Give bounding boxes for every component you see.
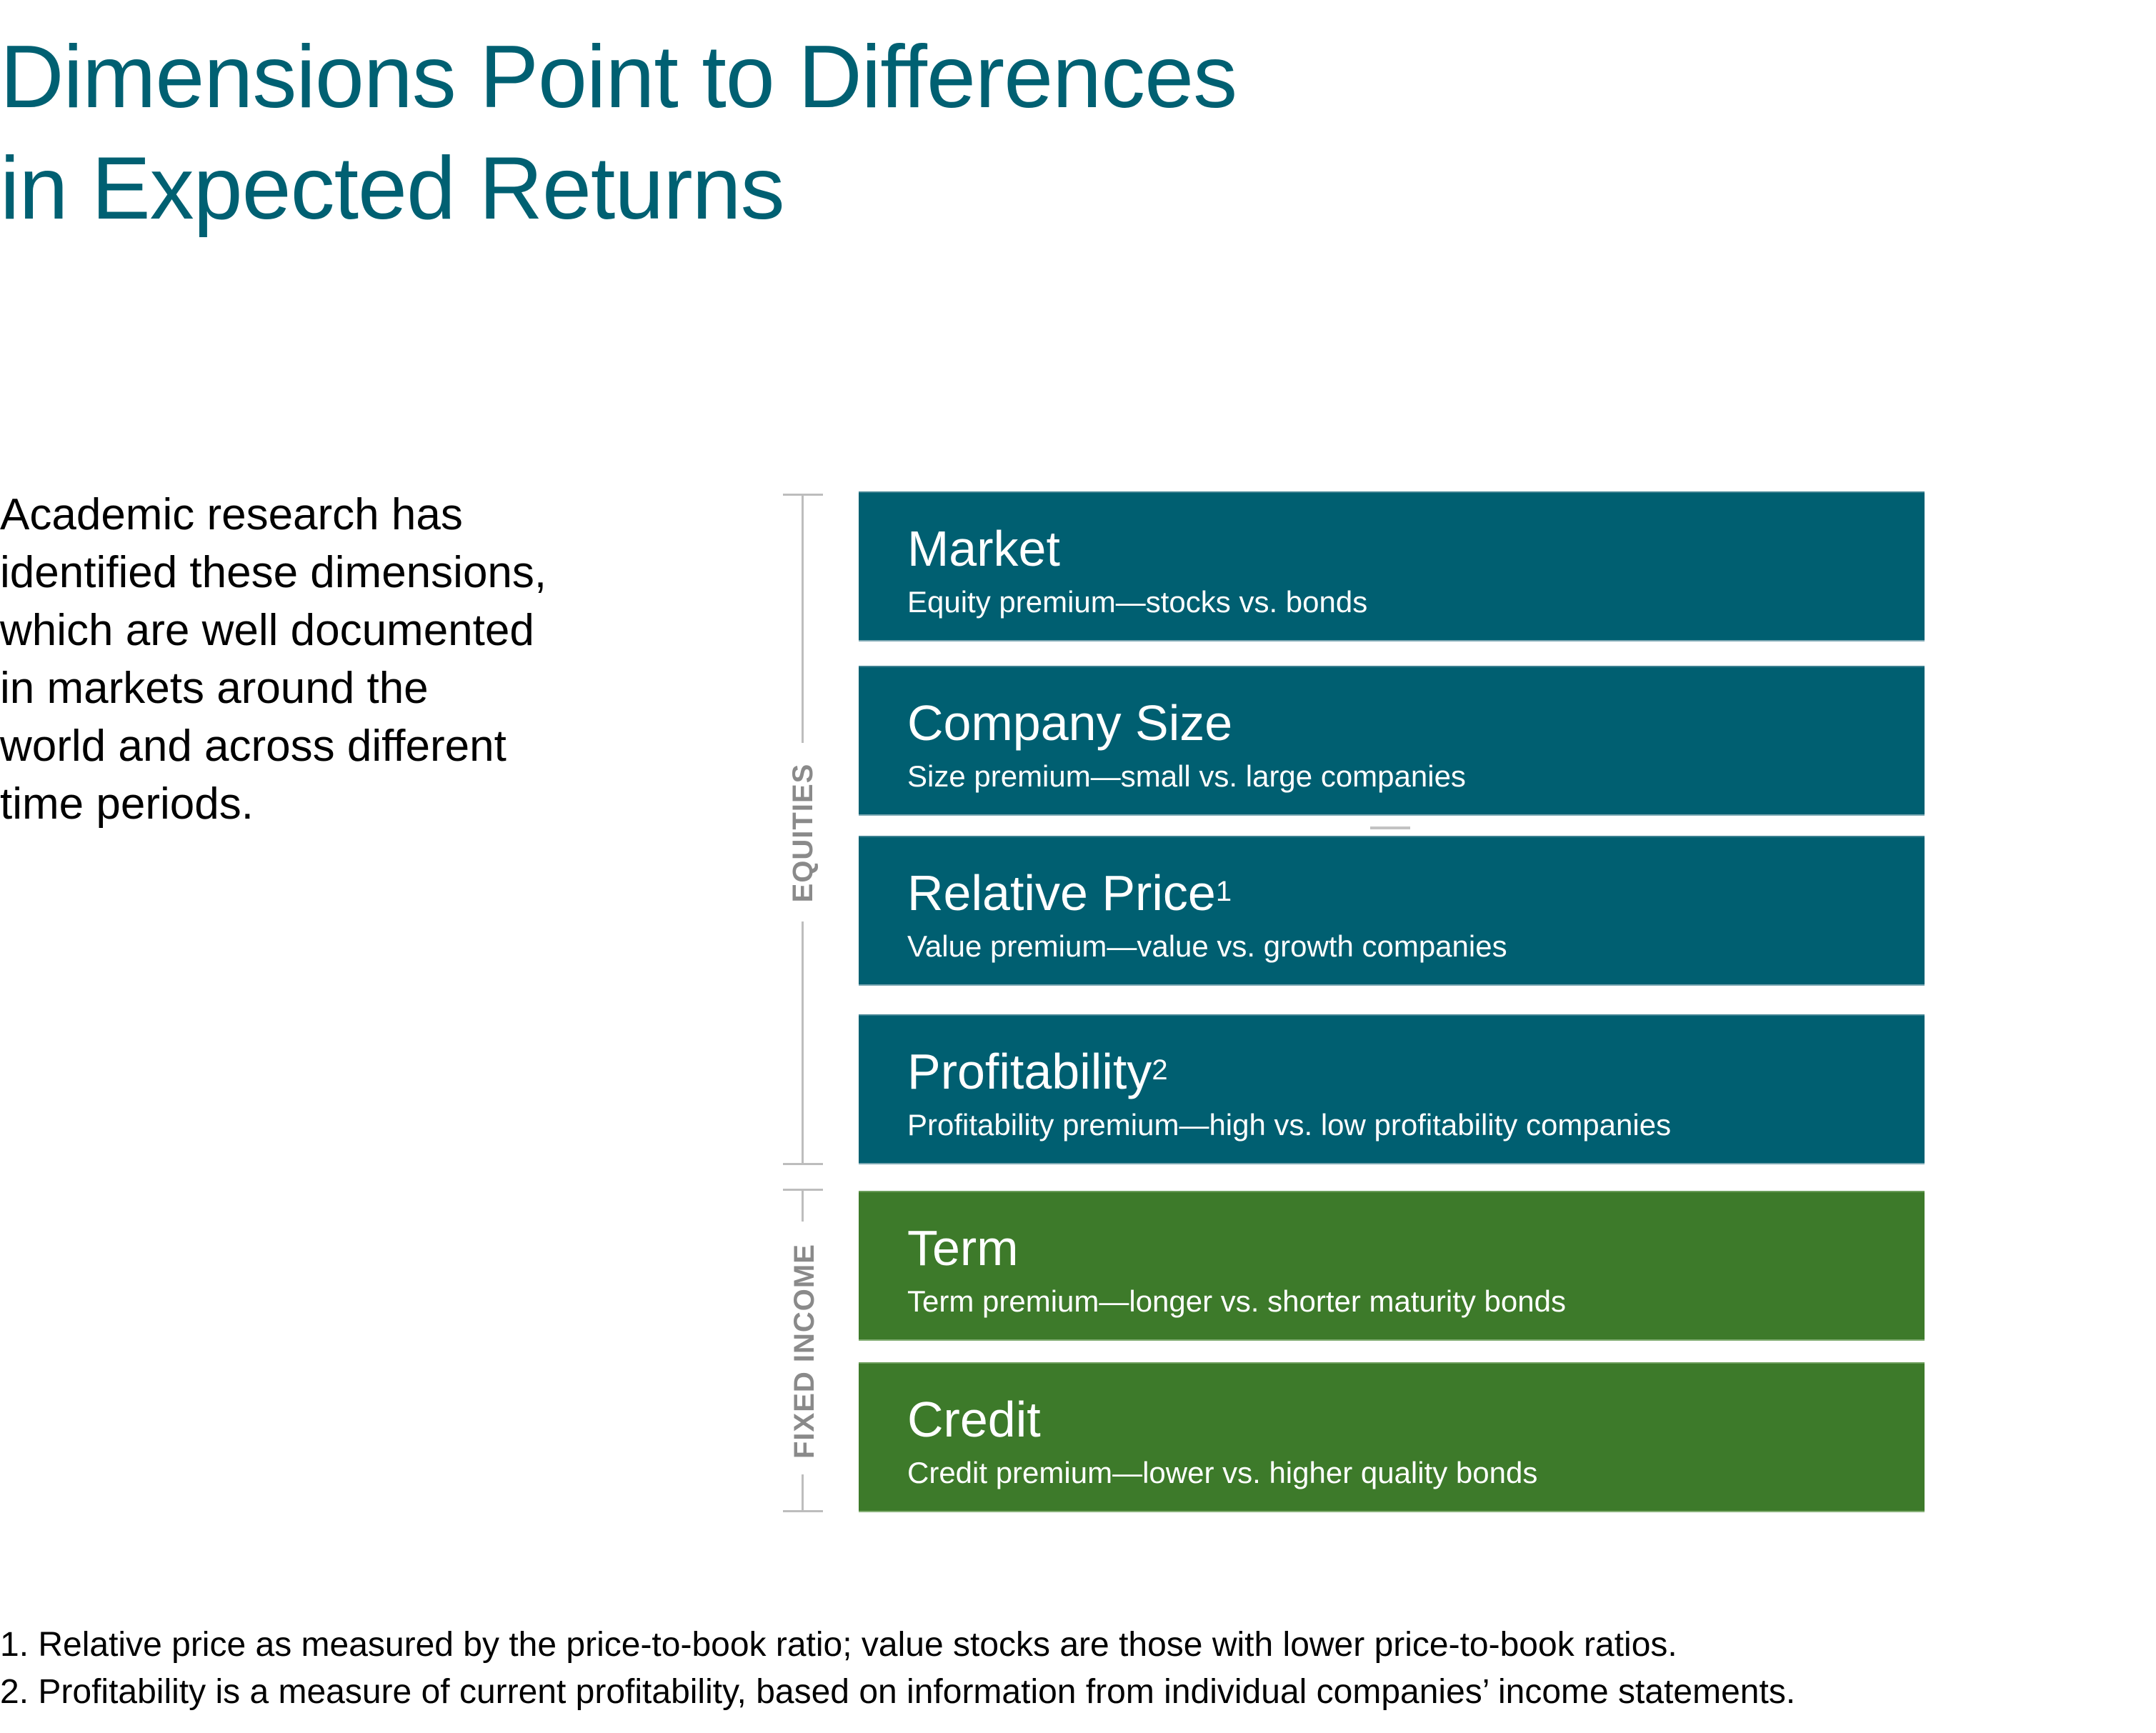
footnote-marker: 2 [1152,1054,1168,1086]
fixed-income-bracket-upper-line [802,1189,804,1222]
dimension-name: Market [907,521,1060,576]
fixed-income-bracket-bottom-tick [783,1510,823,1512]
dimension-card-credit: Credit Credit premium—lower vs. higher q… [859,1362,1925,1512]
dimension-card-profitability: Profitability2 Profitability premium—hig… [859,1014,1925,1164]
fixed-income-label: FIXED INCOME [789,1244,820,1459]
dimension-card-company-size: Company Size Size premium—small vs. larg… [859,666,1925,816]
dimension-description: Term premium—longer vs. shorter maturity… [907,1284,1566,1318]
equities-label: EQUITIES [787,763,819,903]
equities-bracket-bottom-tick [783,1163,823,1165]
dimension-name: Relative Price1 [907,865,1232,921]
dimension-description: Credit premium—lower vs. higher quality … [907,1456,1538,1489]
footnote-1: 1. Relative price as measured by the pri… [0,1626,1677,1664]
footnotes: 1. Relative price as measured by the pri… [0,1622,1795,1716]
dimension-description: Equity premium—stocks vs. bonds [907,585,1368,619]
footnote-2: 2. Profitability is a measure of current… [0,1673,1796,1711]
page-title: Dimensions Point to Differences in Expec… [0,21,1237,244]
divider-dash [1370,826,1410,829]
dimension-name: Company Size [907,695,1233,751]
dimension-card-term: Term Term premium—longer vs. shorter mat… [859,1191,1925,1341]
title-line-2: in Expected Returns [0,139,785,238]
equities-bracket-upper-line [802,494,804,743]
dimension-description: Profitability premium—high vs. low profi… [907,1108,1672,1142]
dimension-card-market: Market Equity premium—stocks vs. bonds [859,491,1925,641]
equities-bracket-lower-line [802,922,804,1164]
dimension-name: Credit [907,1392,1041,1447]
dimension-name: Profitability2 [907,1044,1168,1099]
dimension-card-relative-price: Relative Price1 Value premium—value vs. … [859,836,1925,986]
dimension-description: Value premium—value vs. growth companies [907,929,1507,963]
title-line-1: Dimensions Point to Differences [0,28,1237,126]
fixed-income-bracket-lower-line [802,1474,804,1512]
intro-paragraph: Academic research has identified these d… [0,490,547,829]
dimension-name: Term [907,1220,1019,1276]
footnote-marker: 1 [1215,876,1232,907]
dimension-description: Size premium—small vs. large companies [907,759,1466,793]
